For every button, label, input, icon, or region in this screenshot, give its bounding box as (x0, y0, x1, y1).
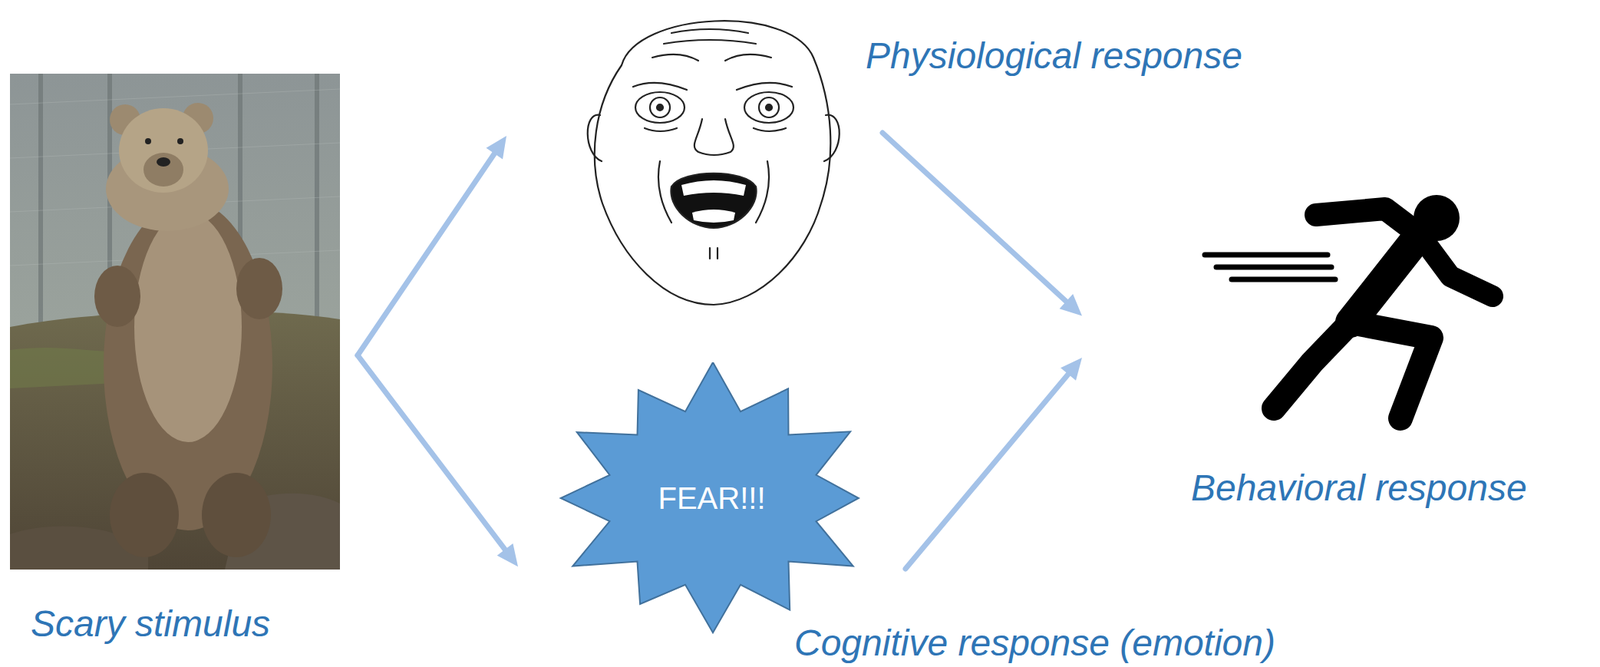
arrow-line (357, 355, 508, 553)
arrow-head (1059, 293, 1083, 317)
behavior-node: Behavioral response (1082, 184, 1589, 438)
caption-label: Physiological response (865, 34, 1243, 77)
arrow-line (882, 132, 1069, 304)
arrow-line (905, 370, 1072, 569)
emotion-starburst: FEAR!!!Cognitive response (emotion) (517, 362, 906, 635)
stimulus-node: Scary stimulus (9, 73, 358, 570)
flow-arrow (905, 357, 1083, 569)
arrow-head (1060, 357, 1083, 381)
running-figure (1204, 194, 1493, 419)
scared-face (587, 20, 840, 305)
arrow-line (357, 150, 497, 356)
flow-arrow (357, 355, 518, 567)
caption-label: Cognitive response (emotion) (794, 621, 1276, 664)
arrow-head (486, 135, 507, 159)
caption-label: Scary stimulus (30, 602, 271, 645)
physiological-node: Physiological response (506, 3, 883, 311)
flow-arrow (357, 135, 507, 356)
arrow-head (497, 543, 518, 567)
bear-photo (9, 73, 340, 570)
caption-label: Behavioral response (1190, 466, 1528, 509)
emotion-text: FEAR!!! (517, 362, 906, 635)
flow-arrow (882, 132, 1083, 317)
